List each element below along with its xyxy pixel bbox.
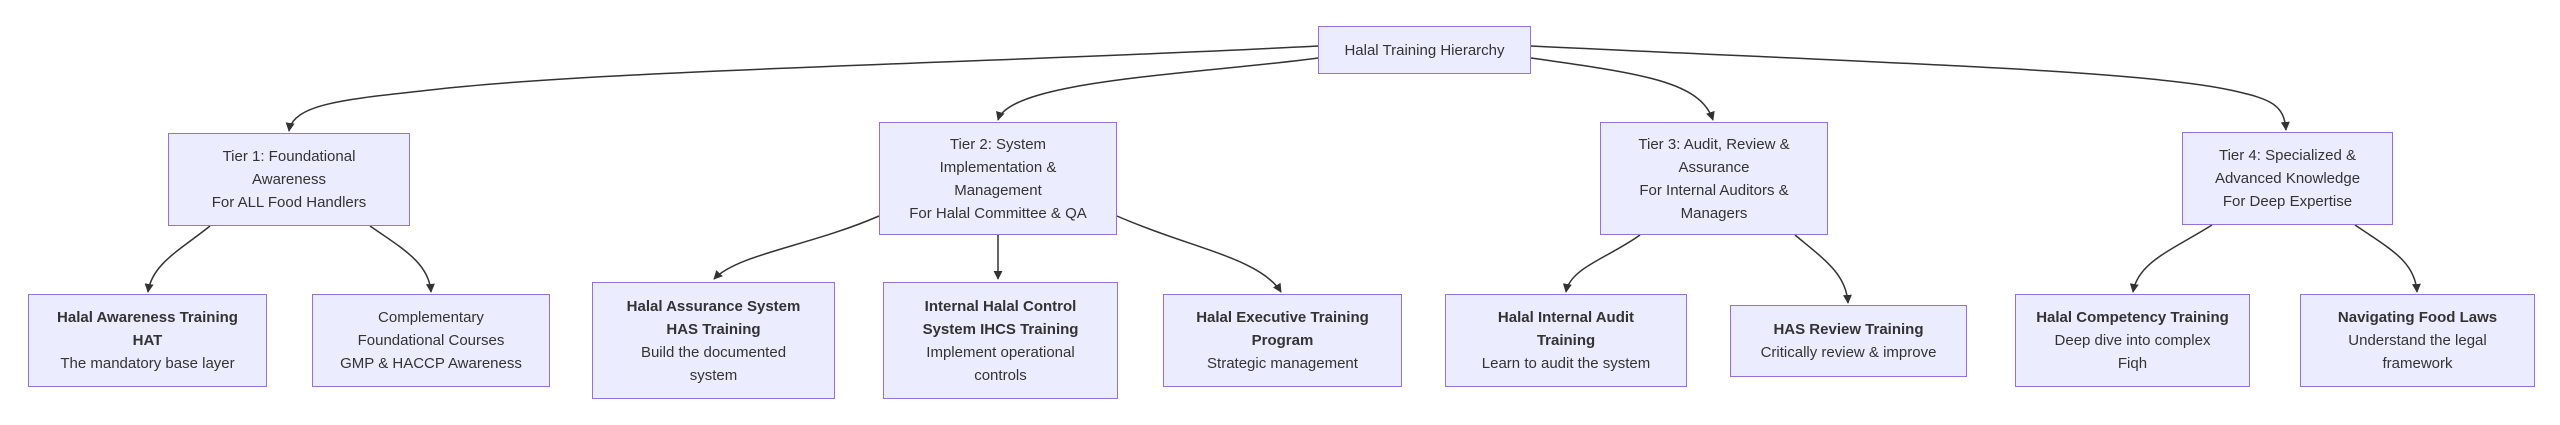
node-course-has-review-training: HAS Review Training Critically review & … xyxy=(1730,305,1967,377)
node-course-subtitle: Critically review & improve xyxy=(1760,344,1937,361)
node-root-label: Halal Training Hierarchy xyxy=(1344,41,1505,59)
node-course-title: Navigating Food Laws xyxy=(2337,309,2498,326)
edge-tier1-course1 xyxy=(144,225,211,293)
node-tier-1-subtitle: For ALL Food Handlers xyxy=(211,194,367,211)
node-course-has-training: Halal Assurance System HAS Training Buil… xyxy=(592,282,835,399)
node-course-title: Halal Awareness Training HAT xyxy=(57,309,238,349)
node-course-navigating-food-laws: Navigating Food Laws Understand the lega… xyxy=(2300,294,2535,387)
node-course-title: Halal Internal Audit Training xyxy=(1497,309,1635,349)
node-course-competency-training: Halal Competency Training Deep dive into… xyxy=(2015,294,2250,387)
node-course-subtitle: The mandatory base layer xyxy=(60,355,235,372)
edge-tier2-course5 xyxy=(1116,215,1282,293)
node-course-title: Complementary Foundational Courses xyxy=(357,309,505,349)
edge-root-tier2 xyxy=(996,57,1319,121)
node-course-title: Halal Competency Training xyxy=(2036,309,2229,326)
node-course-title: Internal Halal Control System IHCS Train… xyxy=(922,297,1079,338)
node-course-subtitle: Deep dive into complex Fiqh xyxy=(2054,332,2211,372)
node-course-title: Halal Executive Training Program xyxy=(1196,309,1369,349)
edge-tier4-course9 xyxy=(2354,224,2421,293)
node-course-subtitle: Build the documented system xyxy=(640,343,787,384)
node-course-title: Halal Assurance System HAS Training xyxy=(626,297,801,338)
edge-tier3-course6 xyxy=(1562,234,1641,293)
edge-root-tier4 xyxy=(1530,45,2290,131)
node-course-complementary-foundational: Complementary Foundational Courses GMP &… xyxy=(312,294,550,387)
node-course-subtitle: Implement operational controls xyxy=(926,343,1075,384)
node-tier-2-title: Tier 2: System Implementation & Manageme… xyxy=(939,135,1057,199)
node-course-ihcs-training: Internal Halal Control System IHCS Train… xyxy=(883,282,1118,399)
edge-tier3-course7 xyxy=(1794,234,1852,304)
node-course-subtitle: Understand the legal framework xyxy=(2348,332,2487,372)
node-course-subtitle: GMP & HACCP Awareness xyxy=(340,355,522,372)
node-tier-3-subtitle: For Internal Auditors & Managers xyxy=(1639,181,1789,222)
node-tier-1: Tier 1: Foundational Awareness For ALL F… xyxy=(168,133,410,226)
node-tier-2-subtitle: For Halal Committee & QA xyxy=(909,204,1087,222)
node-tier-2: Tier 2: System Implementation & Manageme… xyxy=(879,122,1117,235)
node-tier-3-title: Tier 3: Audit, Review & Assurance xyxy=(1638,135,1790,176)
node-tier-4-subtitle: For Deep Expertise xyxy=(2222,193,2353,210)
node-tier-4-title: Tier 4: Specialized & Advanced Knowledge xyxy=(2214,147,2361,187)
node-tier-1-title: Tier 1: Foundational Awareness xyxy=(222,148,356,188)
edge-root-tier3 xyxy=(1530,57,1715,121)
node-course-subtitle: Strategic management xyxy=(1207,355,1358,372)
node-course-internal-audit-training: Halal Internal Audit Training Learn to a… xyxy=(1445,294,1687,387)
node-root: Halal Training Hierarchy xyxy=(1318,26,1531,74)
node-course-subtitle: Learn to audit the system xyxy=(1481,355,1651,372)
edge-tier2-course3 xyxy=(713,215,880,280)
edge-root-tier1 xyxy=(285,45,1319,132)
node-tier-4: Tier 4: Specialized & Advanced Knowledge… xyxy=(2182,132,2393,225)
edge-tier4-course8 xyxy=(2129,224,2213,293)
node-course-halal-awareness-training: Halal Awareness Training HAT The mandato… xyxy=(28,294,267,387)
node-course-executive-training: Halal Executive Training Program Strateg… xyxy=(1163,294,1402,387)
node-tier-3: Tier 3: Audit, Review & Assurance For In… xyxy=(1600,122,1828,235)
edge-tier1-course2 xyxy=(369,225,435,293)
node-course-title: HAS Review Training xyxy=(1773,321,1924,338)
